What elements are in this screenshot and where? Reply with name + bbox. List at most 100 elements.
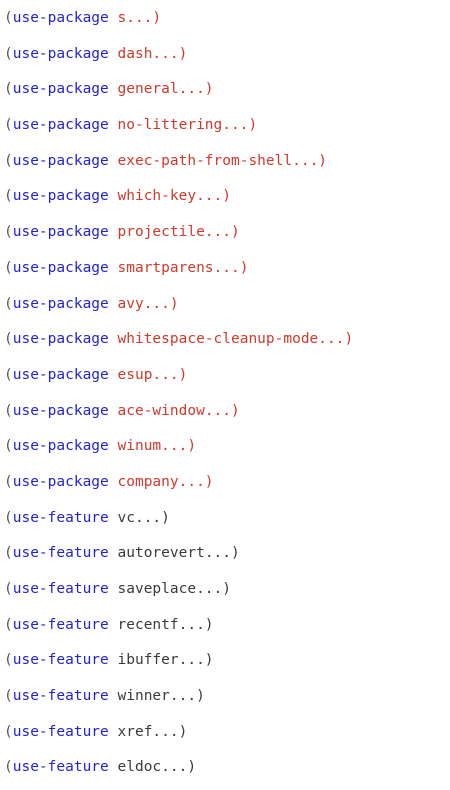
package-name: avy — [117, 295, 144, 312]
folded-form-line[interactable]: (use-feature saveplace...) — [0, 576, 450, 612]
package-name: whitespace-cleanup-mode — [117, 331, 319, 348]
ellipsis-close: ...) — [178, 81, 214, 98]
package-name: esup — [117, 366, 153, 383]
folded-form-line[interactable]: (use-package esup...) — [0, 362, 450, 398]
folded-form-line[interactable]: (use-feature eldoc...) — [0, 754, 450, 790]
feature-name: xref — [117, 723, 153, 740]
ellipsis-close: ...) — [196, 188, 231, 205]
ellipsis-close: ...) — [152, 366, 188, 383]
macro-keyword: use-package — [12, 438, 109, 455]
macro-keyword: use-package — [12, 152, 109, 169]
ellipsis-close: ...) — [213, 259, 249, 276]
folded-form-line[interactable]: (use-package which-key...) — [0, 183, 450, 219]
package-name: no-littering — [117, 117, 223, 134]
open-paren: ( — [4, 581, 13, 597]
feature-name: recentf — [117, 616, 179, 633]
feature-name: autorevert — [117, 545, 205, 562]
ellipsis-close: ...) — [161, 438, 197, 455]
ellipsis-close: ...) — [152, 723, 188, 740]
ellipsis-close: ...) — [169, 688, 205, 705]
open-paren: ( — [4, 545, 13, 562]
folded-form-line[interactable]: (use-package exec-path-from-shell...) — [0, 148, 450, 184]
open-paren: ( — [4, 295, 13, 312]
macro-keyword: use-package — [12, 224, 109, 241]
macro-keyword: use-package — [12, 402, 109, 419]
package-name: winum — [117, 438, 162, 455]
folded-form-line[interactable]: (use-feature ibuffer...) — [0, 647, 450, 683]
ellipsis-close: ...) — [134, 509, 170, 526]
ellipsis-close: ...) — [222, 117, 258, 134]
macro-keyword: use-package — [12, 331, 109, 348]
feature-name: eldoc — [117, 759, 162, 776]
ellipsis-close: ...) — [178, 473, 214, 490]
package-name: projectile — [117, 224, 205, 241]
folded-form-line[interactable]: (use-feature winner...) — [0, 683, 450, 719]
feature-name: vc — [117, 509, 135, 526]
open-paren: ( — [4, 224, 13, 241]
folded-form-line[interactable]: (use-package no-littering...) — [0, 112, 450, 148]
macro-keyword: use-feature — [12, 581, 109, 597]
macro-keyword: use-package — [12, 45, 109, 62]
package-name: company — [117, 473, 179, 490]
package-name: general — [117, 81, 179, 98]
folded-form-line[interactable]: (use-package avy...) — [0, 291, 450, 327]
ellipsis-close: ...) — [204, 402, 240, 419]
open-paren: ( — [4, 45, 13, 62]
macro-keyword: use-feature — [12, 545, 109, 562]
folded-form-line[interactable]: (use-feature autorevert...) — [0, 540, 450, 576]
package-name: s — [117, 10, 127, 26]
ellipsis-close: ...) — [161, 759, 197, 776]
folded-form-line[interactable]: (use-feature recentf...) — [0, 612, 450, 648]
open-paren: ( — [4, 473, 13, 490]
folded-form-line[interactable]: (use-package smartparens...) — [0, 255, 450, 291]
macro-keyword: use-package — [12, 10, 109, 26]
open-paren: ( — [4, 688, 13, 705]
macro-keyword: use-package — [12, 188, 109, 205]
ellipsis-close: ...) — [318, 331, 354, 348]
open-paren: ( — [4, 117, 13, 134]
folded-form-line[interactable]: (use-package dash...) — [0, 41, 450, 77]
folded-form-line[interactable]: (use-feature vc...) — [0, 505, 450, 541]
ellipsis-close: ...) — [178, 652, 214, 669]
open-paren: ( — [4, 10, 13, 26]
folded-form-line[interactable]: (use-package projectile...) — [0, 219, 450, 255]
folded-form-line[interactable]: (use-feature xref...) — [0, 719, 450, 755]
open-paren: ( — [4, 438, 13, 455]
macro-keyword: use-feature — [12, 759, 109, 776]
open-paren: ( — [4, 331, 13, 348]
package-name: smartparens — [117, 259, 214, 276]
ellipsis-close: ...) — [204, 545, 240, 562]
open-paren: ( — [4, 188, 13, 205]
folded-form-line[interactable]: (use-package s...) — [0, 5, 450, 41]
open-paren: ( — [4, 723, 13, 740]
ellipsis-close: ...) — [152, 45, 188, 62]
folded-form-line[interactable]: (use-package winum...) — [0, 433, 450, 469]
macro-keyword: use-package — [12, 259, 109, 276]
package-name: ace-window — [117, 402, 205, 419]
package-name: exec-path-from-shell — [117, 152, 293, 169]
macro-keyword: use-feature — [12, 616, 109, 633]
ellipsis-close: ...) — [178, 616, 214, 633]
feature-name: winner — [117, 688, 170, 705]
macro-keyword: use-package — [12, 366, 109, 383]
ellipsis-close: ...) — [126, 10, 162, 26]
feature-name: ibuffer — [117, 652, 179, 669]
folded-form-line[interactable]: (use-package whitespace-cleanup-mode...) — [0, 326, 450, 362]
ellipsis-close: ...) — [292, 152, 328, 169]
macro-keyword: use-feature — [12, 652, 109, 669]
open-paren: ( — [4, 259, 13, 276]
open-paren: ( — [4, 366, 13, 383]
macro-keyword: use-package — [12, 295, 109, 312]
ellipsis-close: ...) — [143, 295, 179, 312]
open-paren: ( — [4, 152, 13, 169]
open-paren: ( — [4, 81, 13, 98]
ellipsis-close: ...) — [204, 224, 240, 241]
folded-form-line[interactable]: (use-package ace-window...) — [0, 398, 450, 434]
open-paren: ( — [4, 652, 13, 669]
package-name: which-key — [117, 188, 197, 205]
open-paren: ( — [4, 402, 13, 419]
macro-keyword: use-package — [12, 117, 109, 134]
folded-form-line[interactable]: (use-package company...) — [0, 469, 450, 505]
folded-form-line[interactable]: (use-package general...) — [0, 76, 450, 112]
